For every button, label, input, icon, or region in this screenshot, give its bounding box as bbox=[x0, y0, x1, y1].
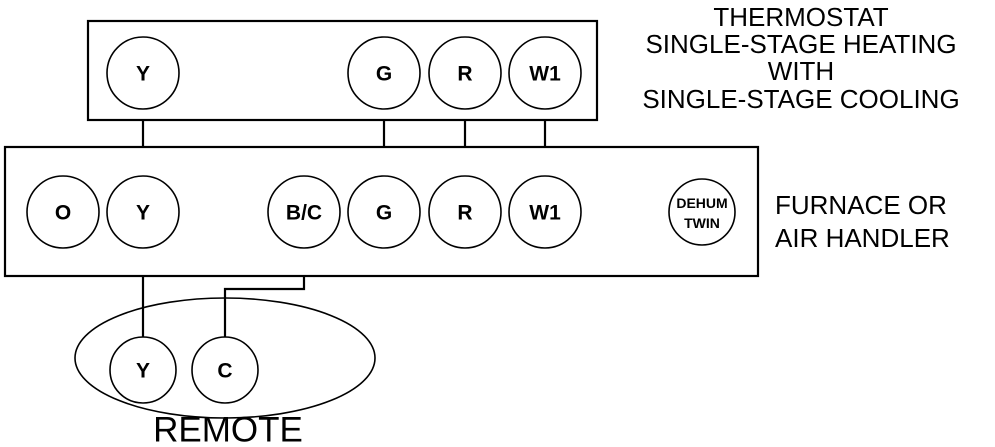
furnace-terminal-dehum-twin[interactable]: DEHUM TWIN bbox=[668, 178, 736, 246]
dehum-label-line1: DEHUM bbox=[676, 195, 727, 211]
terminal-label: G bbox=[376, 202, 392, 225]
thermostat-caption-line-1: THERMOSTAT bbox=[713, 2, 888, 32]
terminal-label: R bbox=[457, 63, 472, 86]
furnace-caption-line-1: FURNACE OR bbox=[775, 190, 947, 220]
terminal-circle[interactable] bbox=[106, 175, 180, 249]
terminal-label: C bbox=[217, 360, 232, 383]
dehum-label-line2: TWIN bbox=[684, 215, 720, 231]
thermostat-terminal-y[interactable]: Y bbox=[106, 36, 180, 110]
furnace-terminal-g[interactable]: G bbox=[347, 175, 421, 249]
thermostat-terminal-w1[interactable]: W1 bbox=[508, 36, 582, 110]
furnace-caption-line-2: AIR HANDLER bbox=[775, 223, 950, 253]
terminal-circle[interactable] bbox=[508, 36, 582, 110]
terminal-circle[interactable] bbox=[428, 175, 502, 249]
thermostat-caption-line-2: SINGLE-STAGE HEATING bbox=[645, 29, 956, 59]
terminal-label: Y bbox=[136, 202, 150, 225]
thermostat-caption-line-3: WITH bbox=[768, 56, 834, 86]
furnace-terminal-y[interactable]: Y bbox=[106, 175, 180, 249]
terminal-label: O bbox=[55, 202, 71, 225]
terminal-circle[interactable] bbox=[668, 178, 736, 246]
terminal-label: W1 bbox=[529, 63, 561, 86]
terminal-label: R bbox=[457, 202, 472, 225]
terminal-label: W1 bbox=[529, 202, 561, 225]
furnace-caption: FURNACE OR AIR HANDLER bbox=[775, 190, 950, 253]
terminal-label: Y bbox=[136, 360, 150, 383]
terminal-circle[interactable] bbox=[428, 36, 502, 110]
thermostat-terminal-r[interactable]: R bbox=[428, 36, 502, 110]
terminal-circle[interactable] bbox=[267, 175, 341, 249]
terminal-circle[interactable] bbox=[106, 36, 180, 110]
thermostat-terminal-g[interactable]: G bbox=[347, 36, 421, 110]
remote-enclosure bbox=[74, 297, 376, 419]
terminal-circle[interactable] bbox=[508, 175, 582, 249]
furnace-terminal-r[interactable]: R bbox=[428, 175, 502, 249]
thermostat-caption: THERMOSTAT SINGLE-STAGE HEATING WITH SIN… bbox=[642, 2, 959, 114]
terminal-circle[interactable] bbox=[191, 336, 259, 404]
terminal-circle[interactable] bbox=[109, 336, 177, 404]
terminal-label: B/C bbox=[286, 202, 322, 225]
thermostat-caption-line-4: SINGLE-STAGE COOLING bbox=[642, 84, 959, 114]
furnace-terminal-bc[interactable]: B/C bbox=[267, 175, 341, 249]
terminal-circle[interactable] bbox=[347, 36, 421, 110]
remote-caption: REMOTE bbox=[153, 411, 303, 447]
terminal-circle[interactable] bbox=[26, 175, 100, 249]
terminal-circle[interactable] bbox=[347, 175, 421, 249]
remote-terminal-y[interactable]: Y bbox=[109, 336, 177, 404]
remote-terminal-c[interactable]: C bbox=[191, 336, 259, 404]
terminal-label: G bbox=[376, 63, 392, 86]
furnace-terminal-o[interactable]: O bbox=[26, 175, 100, 249]
terminal-label: Y bbox=[136, 63, 150, 86]
furnace-terminal-w1[interactable]: W1 bbox=[508, 175, 582, 249]
